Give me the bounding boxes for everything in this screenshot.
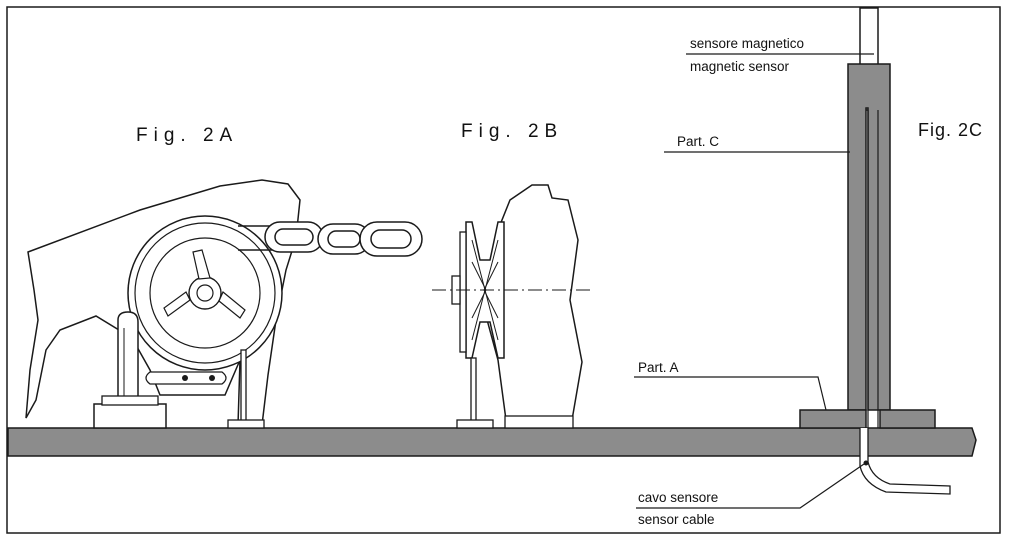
deck-plate (7, 427, 977, 457)
windlass-drum-ring (134, 222, 276, 364)
drawing-border (6, 6, 1001, 534)
label-part-a: Part. A (638, 360, 679, 375)
label-cavo-sensore: cavo sensore (638, 490, 719, 505)
fig-2a-title: Fig. 2A (136, 125, 239, 146)
part-a-flange (799, 409, 867, 429)
windlass-side-view (25, 179, 423, 429)
sensor-post-2b (470, 357, 477, 423)
fig-2c-title: Fig. 2C (918, 120, 984, 140)
windlass-drum-inner (149, 237, 261, 349)
sensor-post-2a (240, 349, 247, 423)
label-magnetic-sensor: magnetic sensor (690, 59, 790, 74)
windlass-front-view (432, 184, 592, 429)
windlass-lever (117, 311, 139, 401)
label-sensore-magnetico: sensore magnetico (690, 36, 805, 51)
windlass-spoke (192, 249, 211, 280)
callout-leaders (634, 53, 874, 509)
anchor-chain (238, 221, 423, 257)
windlass-spoke (163, 291, 191, 317)
label-part-c: Part. C (677, 134, 720, 149)
part-c-tube (847, 63, 891, 411)
sensor-mount-section (799, 7, 951, 495)
fig-2b-title: Fig. 2B (461, 121, 564, 142)
sensor-cable (859, 428, 951, 495)
label-sensor-cable: sensor cable (638, 512, 715, 527)
windlass-spoke (218, 291, 246, 319)
windlass-base-block (93, 403, 167, 429)
